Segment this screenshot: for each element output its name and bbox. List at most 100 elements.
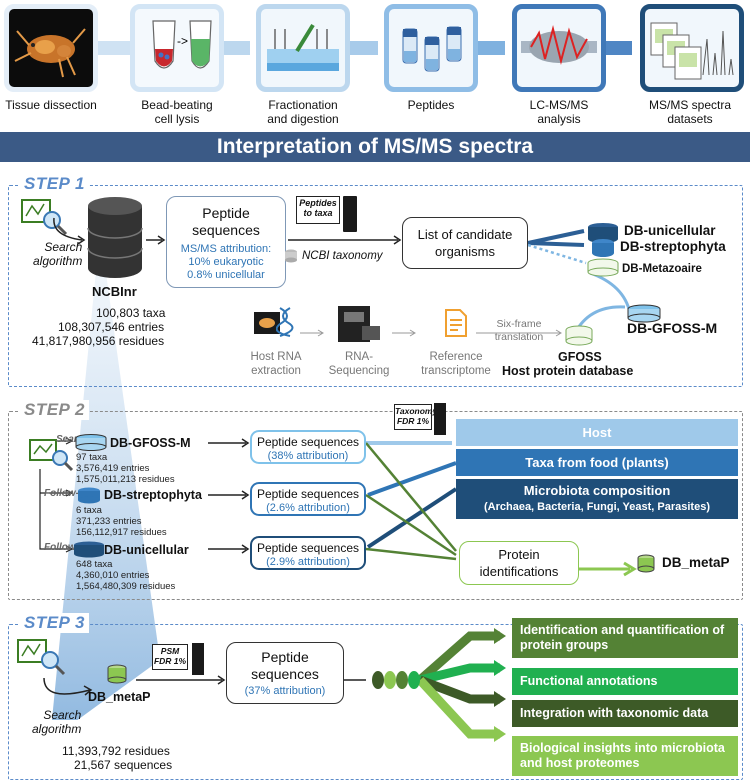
db-metazoaire-label: DB-Metazoaire	[622, 263, 702, 275]
step3-search-icon	[17, 639, 66, 676]
step2-connectors	[39, 437, 637, 577]
pipeline-step-label: Peptides	[407, 98, 455, 112]
host-rna-label: Host RNA extraction	[250, 351, 302, 377]
computer-tower-icon	[343, 196, 357, 232]
peptide-sequences-box: Peptide sequences MS/MS attribution: 10%…	[166, 196, 286, 288]
interpretation-banner: Interpretation of MS/MS spectra	[0, 132, 750, 162]
microbiota-label: Microbiota composition	[523, 483, 671, 498]
candidate-organisms-label: List of candidate organisms	[417, 227, 513, 259]
ncbinr-label: NCBInr	[92, 284, 137, 299]
db-stat: 97 taxa	[76, 452, 108, 463]
search-algorithm-label: Search algorithm	[32, 708, 82, 736]
step3-search-arrow	[43, 677, 93, 696]
brain-tissue-icon	[254, 312, 280, 334]
peptide-sequences-box: Peptide sequences (2.6% attribution)	[250, 482, 366, 516]
follow-up-2-label: Follow-up 2	[44, 542, 100, 553]
step1-box	[8, 185, 743, 387]
ncbinr-stat: 100,803 taxa	[96, 306, 166, 320]
db-gfoss-m-label: DB-GFOSS-M	[627, 320, 718, 336]
candidate-organisms-box: List of candidate organisms	[402, 217, 528, 269]
attribution-label: (2.9% attribution)	[266, 556, 350, 568]
sequencer-icon	[338, 306, 380, 342]
output-bar: Biological insights into microbiota and …	[512, 736, 738, 776]
gel-icon	[267, 23, 339, 71]
peptide-sequences-box: Peptide sequences (2.9% attribution)	[250, 536, 366, 570]
db-metap-label: DB_metaP	[88, 690, 151, 704]
peptides-tile	[384, 4, 478, 92]
peptide-sequences-label: Peptide sequences	[256, 487, 360, 501]
microbiota-sub-label: (Archaea, Bacteria, Fungi, Yeast, Parasi…	[483, 501, 710, 513]
host-bar: Host	[456, 419, 738, 446]
search-arrow	[53, 217, 86, 245]
microbiota-bar: Microbiota composition (Archaea, Bacteri…	[456, 479, 738, 519]
six-frame-label: Six-frame translation	[494, 318, 544, 343]
db-name: DB-streptophyta	[104, 488, 202, 502]
output-bar: Identification and quantification of pro…	[512, 618, 738, 658]
msms-attribution-line: 0.8% unicellular	[187, 269, 265, 281]
peptides-to-taxa-label: Peptides to taxa	[299, 198, 337, 218]
taxonomy-db-icon	[285, 249, 297, 263]
search-algorithm-icon	[21, 199, 68, 236]
ref-transcriptome-label: Reference transcriptome	[421, 351, 491, 377]
db-gfoss-m-icon	[75, 434, 107, 451]
db-metazoaire-icon	[587, 258, 619, 277]
pipeline-step-label: Tissue dissection	[5, 98, 97, 112]
pipeline-step-label: Bead-beating cell lysis	[141, 98, 213, 126]
attribution-label: (38% attribution)	[267, 450, 349, 462]
spectra-icon	[650, 22, 734, 80]
svg-text:->: ->	[177, 34, 188, 48]
db-streptophyta-label: DB-streptophyta	[620, 239, 726, 254]
step3-connectors	[136, 628, 506, 742]
peptides-to-taxa-box: Peptides to taxa	[296, 196, 340, 224]
peptide-sequences-label: Peptide sequences	[251, 649, 319, 682]
amphipod-icon	[14, 28, 86, 78]
db-stat: 1,564,480,309 residues	[76, 581, 176, 592]
protein-identifications-box: Protein identifications	[459, 541, 579, 585]
computer-tower-icon	[192, 643, 204, 675]
ncbinr-database-icon	[87, 197, 143, 278]
lcms-tile	[512, 4, 606, 92]
host-protein-db-label: Host protein database	[502, 364, 634, 378]
mass-spec-icon	[521, 25, 597, 65]
search-funnel	[51, 230, 160, 720]
db-stat: 4,360,010 entries	[76, 570, 150, 581]
document-icon	[445, 309, 467, 337]
msms-attribution-title: MS/MS attribution:	[180, 243, 272, 255]
step3-box	[8, 624, 743, 780]
pipeline-background	[95, 41, 632, 55]
peptide-sequences-label: Peptide sequences	[256, 541, 360, 555]
db-stat: 1,575,011,213 residues	[76, 474, 175, 485]
step2-label: STEP 2	[20, 400, 89, 420]
pipeline-step-label: MS/MS spectra datasets	[648, 98, 732, 126]
peptide-sequences-box: Peptide sequences (37% attribution)	[226, 642, 344, 704]
peptide-sequences-title: Peptide sequences	[192, 205, 260, 238]
peptide-sequences-box: Peptide sequences (38% attribution)	[250, 430, 366, 464]
tissue-dissection-image	[4, 4, 98, 92]
pipeline-step-label: Fractionation and digestion	[267, 98, 339, 126]
protein-identifications-label: Protein identifications	[479, 547, 559, 579]
step3-stat: 11,393,792 residues	[62, 744, 170, 758]
bead-beating-tile: ->	[130, 4, 224, 92]
db-stat: 156,112,917 residues	[76, 527, 167, 538]
dna-icon	[276, 307, 294, 337]
ncbinr-stat: 41,817,980,956 residues	[32, 334, 165, 348]
gfoss-db-icon	[565, 325, 593, 346]
follow-up-1-label: Follow-up 1	[44, 488, 100, 499]
attribution-label: (2.6% attribution)	[266, 502, 350, 514]
psm-fdr-box: PSM FDR 1%	[152, 644, 188, 670]
rna-seq-label: RNA- Sequencing	[328, 351, 390, 377]
db-unicellular-label: DB-unicellular	[624, 223, 716, 238]
gfoss-label: GFOSS	[558, 350, 602, 364]
step1-label: STEP 1	[20, 174, 89, 194]
ncbinr-stat: 108,307,546 entries	[58, 320, 165, 334]
step2-search-icon	[29, 439, 74, 472]
step2-box	[8, 411, 743, 600]
db-name: DB-GFOSS-M	[110, 436, 191, 450]
output-bar: Integration with taxonomic data	[512, 700, 738, 727]
taxonomy-fdr-label: Taxonomy FDR 1%	[395, 406, 438, 426]
step3-label: STEP 3	[20, 613, 89, 633]
pipeline-step-label: LC-MS/MS analysis	[529, 98, 589, 126]
search-label: Search	[56, 434, 90, 445]
db-streptophyta-icon	[78, 487, 100, 504]
peptide-sequences-label: Peptide sequences	[256, 435, 360, 449]
